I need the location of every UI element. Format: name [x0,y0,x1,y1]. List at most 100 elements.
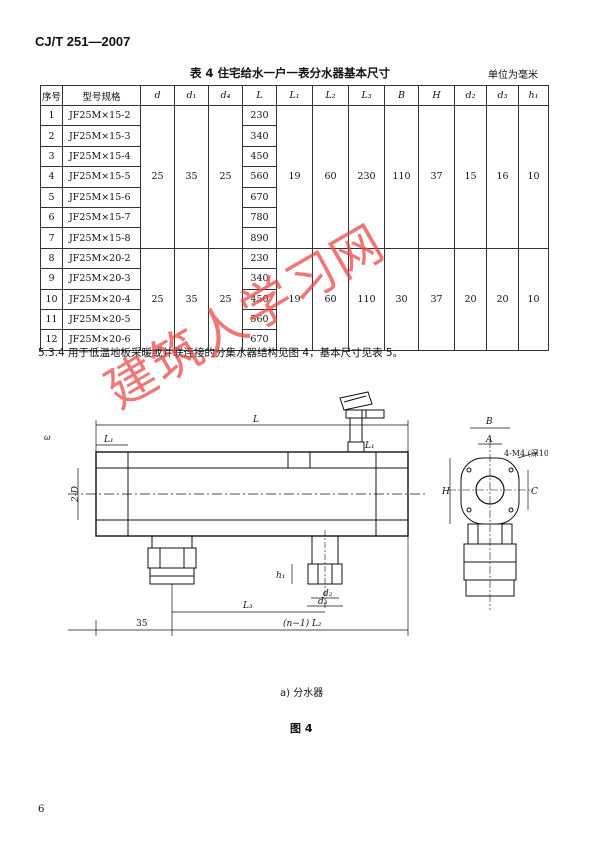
cell-L: 340 [242,125,277,147]
col-header: L₁ [276,85,313,106]
col-header: d₄ [208,85,243,106]
col-header: L₂ [312,85,349,106]
cell-L3: 230 [348,105,385,249]
col-header: B [384,85,419,106]
cell-model: JF25M×20-5 [62,308,141,331]
document-code: CJ/T 251—2007 [35,34,131,49]
stray-mark: ω [44,433,51,442]
cell-h1: 10 [518,105,549,249]
table-header-row: 序号 型号规格 d d₁ d₄ L L₁ L₂ L₃ B H d₂ d₃ h₁ [40,85,549,106]
cell-model: JF25M×15-8 [62,227,141,249]
cell-L: 890 [242,227,277,249]
cell-no: 10 [40,288,63,310]
dim-label-n-L2: (n−1) L₂ [283,618,322,629]
cell-no: 3 [40,145,63,168]
dim-label-thread: 2-D [71,486,81,503]
table-row: 12 JF25M×20-6 670 [40,329,549,351]
table-row: 11 JF25M×20-5 560 [40,308,549,331]
table-title: 表 4 住宅给水一户一表分水器基本尺寸 [190,66,391,80]
outlet-fitting-left [147,535,197,585]
col-header: H [418,85,455,106]
figure-caption: a) 分水器 [280,688,324,699]
cell-L: 230 [242,104,277,127]
dim-label-C: C [531,487,538,497]
cell-L: 670 [242,329,277,351]
cell-no: 4 [40,166,63,188]
cell-model: JF25M×15-6 [62,186,141,208]
col-header: 序号 [40,85,63,106]
dim-label-L3: L₃ [242,601,253,611]
cell-L: 450 [242,145,277,168]
dimensions-table: 序号 型号规格 d d₁ d₄ L L₁ L₂ L₃ B H d₂ d₃ h₁ … [40,85,549,351]
cell-L3: 110 [348,247,385,351]
cell-no: 6 [40,206,63,229]
manifold-drawing: L L₁ L₁ 2-D 35 L₃ (n−1) L₂ d₂ d₃ h₁ B A … [44,391,548,636]
table-row: 3 JF25M×15-4 450 [40,145,549,168]
table-row: 9 JF25M×20-3 340 [40,268,549,290]
table-row: 8 JF25M×20-2 25 35 25 230 19 60 110 30 3… [40,247,549,351]
cell-model: JF25M×20-4 [62,288,141,310]
cell-model: JF25M×15-2 [62,104,141,127]
col-header: L₃ [348,85,385,106]
dim-label-L1-right: L₁ [364,441,375,451]
cell-model: JF25M×20-3 [62,268,141,290]
dim-label-A: A [485,435,493,445]
col-header: d₁ [174,85,209,106]
cell-L1: 19 [276,105,313,249]
dim-label-L1: L₁ [103,435,114,445]
cell-L: 670 [242,186,277,208]
cell-no: 7 [40,227,63,249]
cell-L2: 60 [312,105,349,249]
cell-d3: 20 [486,247,519,351]
cell-model: JF25M×15-5 [62,166,141,188]
dim-label-d3: d₃ [318,597,328,607]
cell-no: 1 [40,104,63,127]
cell-B: 30 [384,247,419,351]
section-paragraph: 5.3.4 用于低温地板采暖或并联连接的分集水器结构见图 4，基本尺寸见表 5。 [38,347,404,359]
cell-no: 9 [40,268,63,290]
cell-d2: 20 [454,247,487,351]
col-header: d₂ [454,85,487,106]
dimension-lines [68,420,539,636]
cell-model: JF25M×20-6 [62,329,141,351]
dim-label-B: B [485,417,493,427]
cell-model: JF25M×15-4 [62,145,141,168]
figure-label: 图 4 [290,722,313,735]
page-number: 6 [38,804,45,815]
cell-d1: 35 [174,105,209,249]
cell-model: JF25M×15-3 [62,125,141,147]
cell-H: 37 [418,247,455,351]
cell-d4: 25 [208,105,243,249]
side-view [448,440,533,610]
outlet-fitting-center [307,530,343,610]
table-row: 6 JF25M×15-7 780 [40,206,549,229]
cell-B: 110 [384,105,419,249]
cell-d: 25 [140,105,175,249]
table-row: 1 JF25M×15-2 25 35 25 230 19 60 230 110 … [40,104,549,249]
cell-L: 780 [242,206,277,229]
dim-label-L: L [252,415,259,425]
col-header: d₃ [486,85,519,106]
col-header: L [242,85,277,106]
cell-no: 8 [40,247,63,270]
cell-d2: 15 [454,105,487,249]
cell-no: 2 [40,125,63,147]
cell-d3: 16 [486,105,519,249]
dim-label-holes: 4-M4 (深10) [504,449,548,458]
dim-label-h1: h₁ [276,571,285,581]
col-header: 型号规格 [62,85,141,106]
cell-model: JF25M×20-2 [62,247,141,270]
cell-h1: 10 [518,247,549,351]
dim-label-35: 35 [136,619,148,629]
unit-note: 单位为毫米 [488,70,538,81]
col-header: d [140,85,175,106]
table-row: 4 JF25M×15-5 560 [40,166,549,188]
col-header: h₁ [518,85,549,106]
cell-L: 560 [242,166,277,188]
cell-model: JF25M×15-7 [62,206,141,229]
cell-no: 11 [40,308,63,331]
dim-label-d2: d₂ [323,589,333,599]
cell-no: 5 [40,186,63,208]
cell-H: 37 [418,105,455,249]
dim-label-H: H [441,487,450,497]
